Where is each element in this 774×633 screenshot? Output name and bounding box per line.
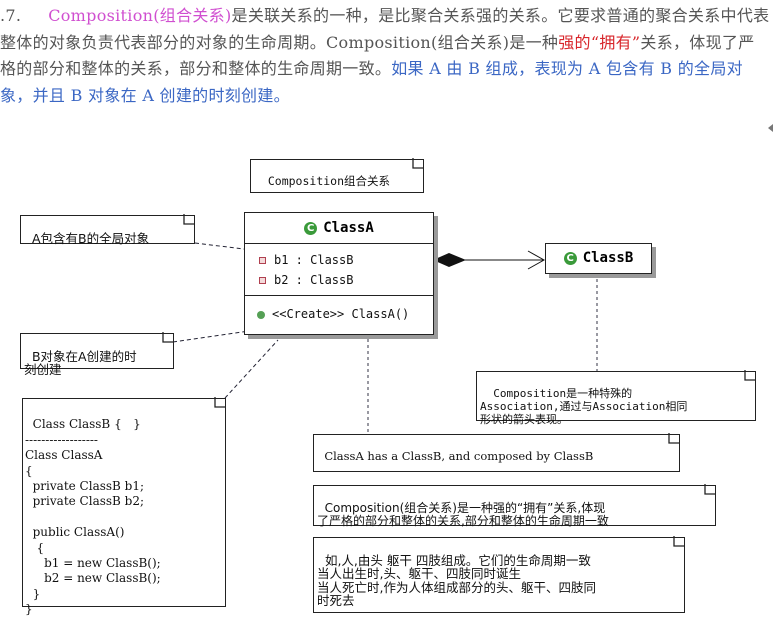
- note-link-global: [194, 242, 269, 253]
- intro-paragraph: .7. Composition(组合关系)是关联关系的一种，是比聚合关系强的关系…: [0, 3, 770, 109]
- fold-corner-icon: [162, 332, 173, 343]
- class-icon: C: [563, 251, 577, 265]
- fold-corner-icon: [673, 536, 684, 547]
- class-b-box[interactable]: C ClassB: [545, 243, 652, 274]
- composition-term: Composition(组合关系): [48, 6, 232, 25]
- fold-corner-icon: [704, 484, 715, 495]
- class-a-header: C ClassA: [245, 213, 433, 244]
- fold-corner-icon: [214, 397, 225, 408]
- operation-row: <<Create>> ClassA(): [245, 296, 433, 332]
- class-icon: C: [304, 221, 318, 235]
- fold-corner-icon: [412, 158, 423, 169]
- private-field-icon: [259, 257, 266, 264]
- note-example: 如,人,由头 躯干 四肢组成。它们的生命周期一致 当人出生时,头、躯干、四肢同时…: [313, 536, 685, 613]
- attribute-row: b2 : ClassB: [245, 270, 433, 290]
- class-a-attributes: b1 : ClassB b2 : ClassB: [245, 244, 433, 296]
- navigation-arrowhead: [527, 250, 546, 270]
- title-note-text: Composition组合关系: [267, 174, 391, 188]
- paragraph-highlight-red: 强的“拥有”: [558, 32, 641, 52]
- paragraph-text-1: 是关联关系的一种，是比聚合关系强的关系。它要求普通的聚合关系中代表整体的对象负责…: [0, 6, 770, 52]
- note-strong-ownership: Composition(组合关系)是一种强的“拥有”关系,体现 了严格的部分和整…: [313, 484, 716, 528]
- note-code: Class ClassB { } ------------------ Clas…: [22, 397, 226, 616]
- fold-corner-icon: [668, 433, 679, 444]
- note-association: Composition是一种特殊的 Association,通过与Associa…: [476, 370, 756, 426]
- note-has-a: ClassA has a ClassB, and composed by Cla…: [313, 433, 680, 472]
- title-note: Composition组合关系: [250, 158, 424, 193]
- fold-corner-icon: [744, 370, 755, 381]
- class-b-header: C ClassB: [546, 244, 651, 272]
- public-method-icon: [257, 310, 265, 319]
- private-field-icon: [259, 277, 266, 284]
- paragraph-highlight-blue: 如果 A 由 B 组成，表现为 A 包含有 B 的全局对象，并且 B 对象在 A…: [0, 59, 743, 105]
- class-a-box[interactable]: C ClassA b1 : ClassB b2 : ClassB <<Create…: [244, 212, 434, 335]
- note-global-object: A包含有B的全局对象: [20, 214, 195, 245]
- class-b-name: ClassB: [582, 250, 634, 266]
- fold-corner-icon: [183, 214, 194, 225]
- paragraph-text-2: 关系，体现了严格的部分和整体的关系，部分和整体的生命周期一致。: [0, 32, 755, 79]
- note-link-code: [224, 339, 279, 399]
- note-created-with: B对象在A创建的时 刻创建: [20, 332, 174, 376]
- class-a-name: ClassA: [323, 220, 374, 236]
- attribute-row: b1 : ClassB: [245, 250, 433, 270]
- section-number: .7.: [0, 6, 22, 25]
- composition-diamond: [433, 253, 466, 267]
- scroll-marker: [768, 124, 773, 132]
